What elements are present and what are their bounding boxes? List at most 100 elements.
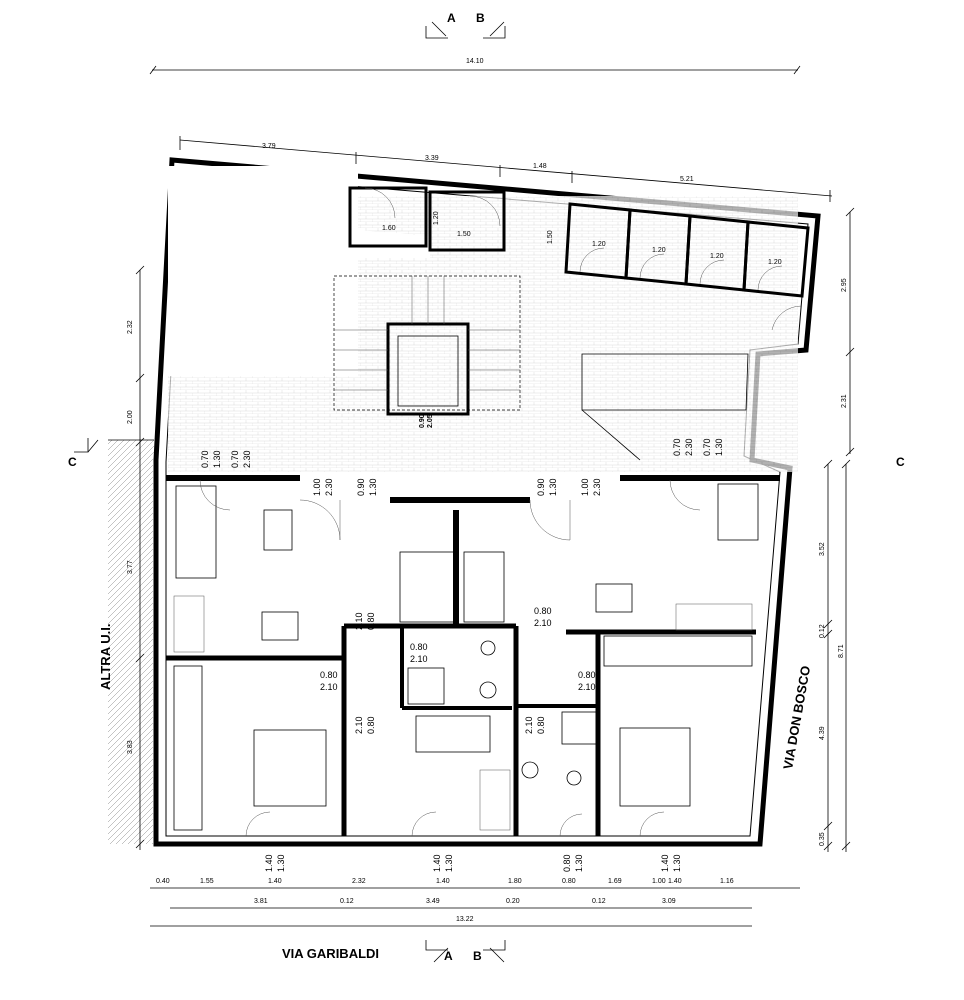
door-d-w: 0.80 [366,716,376,734]
dim-right-total: 8.71 [838,644,845,658]
neighbor-label: ALTRA U.I. [98,624,113,690]
sink-left [479,681,497,699]
bed-middle [415,715,491,753]
door-l1-w: 1.00 [312,478,322,496]
south-3-h: 1.30 [574,854,584,872]
south-3-w: 0.80 [562,854,572,872]
kitchen-left [399,551,457,623]
storage-3-height: 1.50 [547,230,554,244]
south-4-h: 1.30 [672,854,682,872]
dim-b2-1: 0.12 [340,898,354,905]
dim-right-3: 3.52 [819,542,826,556]
door-a-h: 2.10 [354,612,364,630]
dim-left-1: 2.32 [127,320,134,334]
door-d-h: 2.10 [354,716,364,734]
door-g-w: 0.80 [536,716,546,734]
dim-b1-0: 0.40 [156,878,170,885]
dim-b2-0: 3.81 [254,898,268,905]
door-c-w: 0.80 [320,670,338,680]
door-g-h: 2.10 [524,716,534,734]
dim-overall-bottom: 13.22 [456,916,474,923]
dim-right-2: 2.31 [841,394,848,408]
section-label-b-bottom: B [473,949,482,963]
dim-b2-3: 0.20 [506,898,520,905]
furniture[interactable] [173,483,759,831]
door-r2-w: 1.00 [580,478,590,496]
bed-right [619,727,691,807]
dim-b1-9: 1.40 [668,878,682,885]
dim-b1-8: 1.00 [652,878,666,885]
door-r1-w: 0.90 [536,478,546,496]
dim-b1-2: 1.40 [268,878,282,885]
section-label-c-left: C [68,455,77,469]
dim-b1-10: 1.16 [720,878,734,885]
sofa-right [717,483,759,541]
win-l2-h: 2.30 [242,450,252,468]
south-2-h: 1.30 [444,854,454,872]
interior-door-labels: 0.80 2.10 0.80 2.10 0.80 2.10 0.80 2.10 … [320,606,596,734]
win-r1-h: 2.30 [684,438,694,456]
door-l2-w: 0.90 [356,478,366,496]
cellars: 1.20 1.20 1.20 1.20 [564,202,810,331]
door-e-h: 2.10 [534,618,552,628]
toilet-left [480,640,496,656]
dimension-top-chain: 3.79 3.39 1.48 5.21 [179,136,833,202]
toilet-right [566,770,582,786]
win-r2-w: 0.70 [702,438,712,456]
bed-left [253,729,327,807]
dim-top-2: 3.39 [425,155,439,162]
win-l1-h: 1.30 [212,450,222,468]
dim-b1-7: 1.69 [608,878,622,885]
section-label-c-right: C [896,455,905,469]
shower-right [561,711,599,745]
cellar-2-width: 1.20 [652,247,666,254]
dim-top-1: 3.79 [262,143,276,150]
door-swings [199,479,701,837]
door-f-w: 0.80 [578,670,596,680]
dimension-overall-top: 14.10 [149,58,801,75]
cellar-3-width: 1.20 [710,253,724,260]
section-mark-top: A B [425,11,506,39]
storage-2-height: 1.20 [433,211,440,225]
shower-left [407,667,445,705]
dim-top-3: 1.48 [533,163,547,170]
neighbor-hatch: ALTRA U.I. [98,439,154,844]
section-label-a-top: A [447,11,456,25]
dim-right-1: 2.95 [841,278,848,292]
dining-table-left [261,611,299,641]
cellar-1-width: 1.20 [592,241,606,248]
dim-b2-2: 3.49 [426,898,440,905]
door-b-w: 0.80 [410,642,428,652]
south-opening-labels: 1.40 1.30 1.40 1.30 0.80 1.30 1.40 1.30 [264,854,682,872]
stair-core: 0.90 2.05 [333,275,749,461]
dim-b2-4: 0.12 [592,898,606,905]
lift-height: 2.05 [427,414,434,428]
dim-b1-3: 2.32 [352,878,366,885]
door-e-w: 0.80 [534,606,552,616]
storage-2-width: 1.50 [457,231,471,238]
south-2-w: 1.40 [432,854,442,872]
dim-left-2: 2.00 [127,410,134,424]
south-4-w: 1.40 [660,854,670,872]
dim-b1-1: 1.55 [200,878,214,885]
opening-labels-top: 0.70 1.30 0.70 2.30 1.00 2.30 0.90 1.30 … [200,438,724,496]
section-label-b-top: B [476,11,485,25]
door-l2-h: 1.30 [368,478,378,496]
dimension-left-chain: 2.32 2.00 3.77 3.83 [127,265,145,850]
dim-b1-6: 0.80 [562,878,576,885]
armchair-left [263,509,293,551]
win-r1-w: 0.70 [672,438,682,456]
dim-b2-5: 3.09 [662,898,676,905]
door-b-h: 2.10 [410,654,428,664]
dim-left-3: 3.77 [127,560,134,574]
storage-1-width: 1.60 [382,225,396,232]
win-l2-w: 0.70 [230,450,240,468]
bottom-labels: VIA GARIBALDI A B [282,940,506,963]
dimension-right-chain: 2.95 2.31 3.52 0.12 4.39 0.35 8.71 [819,207,855,852]
apartment-walls [166,475,780,836]
street-south-label: VIA GARIBALDI [282,946,379,961]
sofa-left [175,485,217,579]
lift-width: 0.90 [419,414,426,428]
south-1-h: 1.30 [276,854,286,872]
